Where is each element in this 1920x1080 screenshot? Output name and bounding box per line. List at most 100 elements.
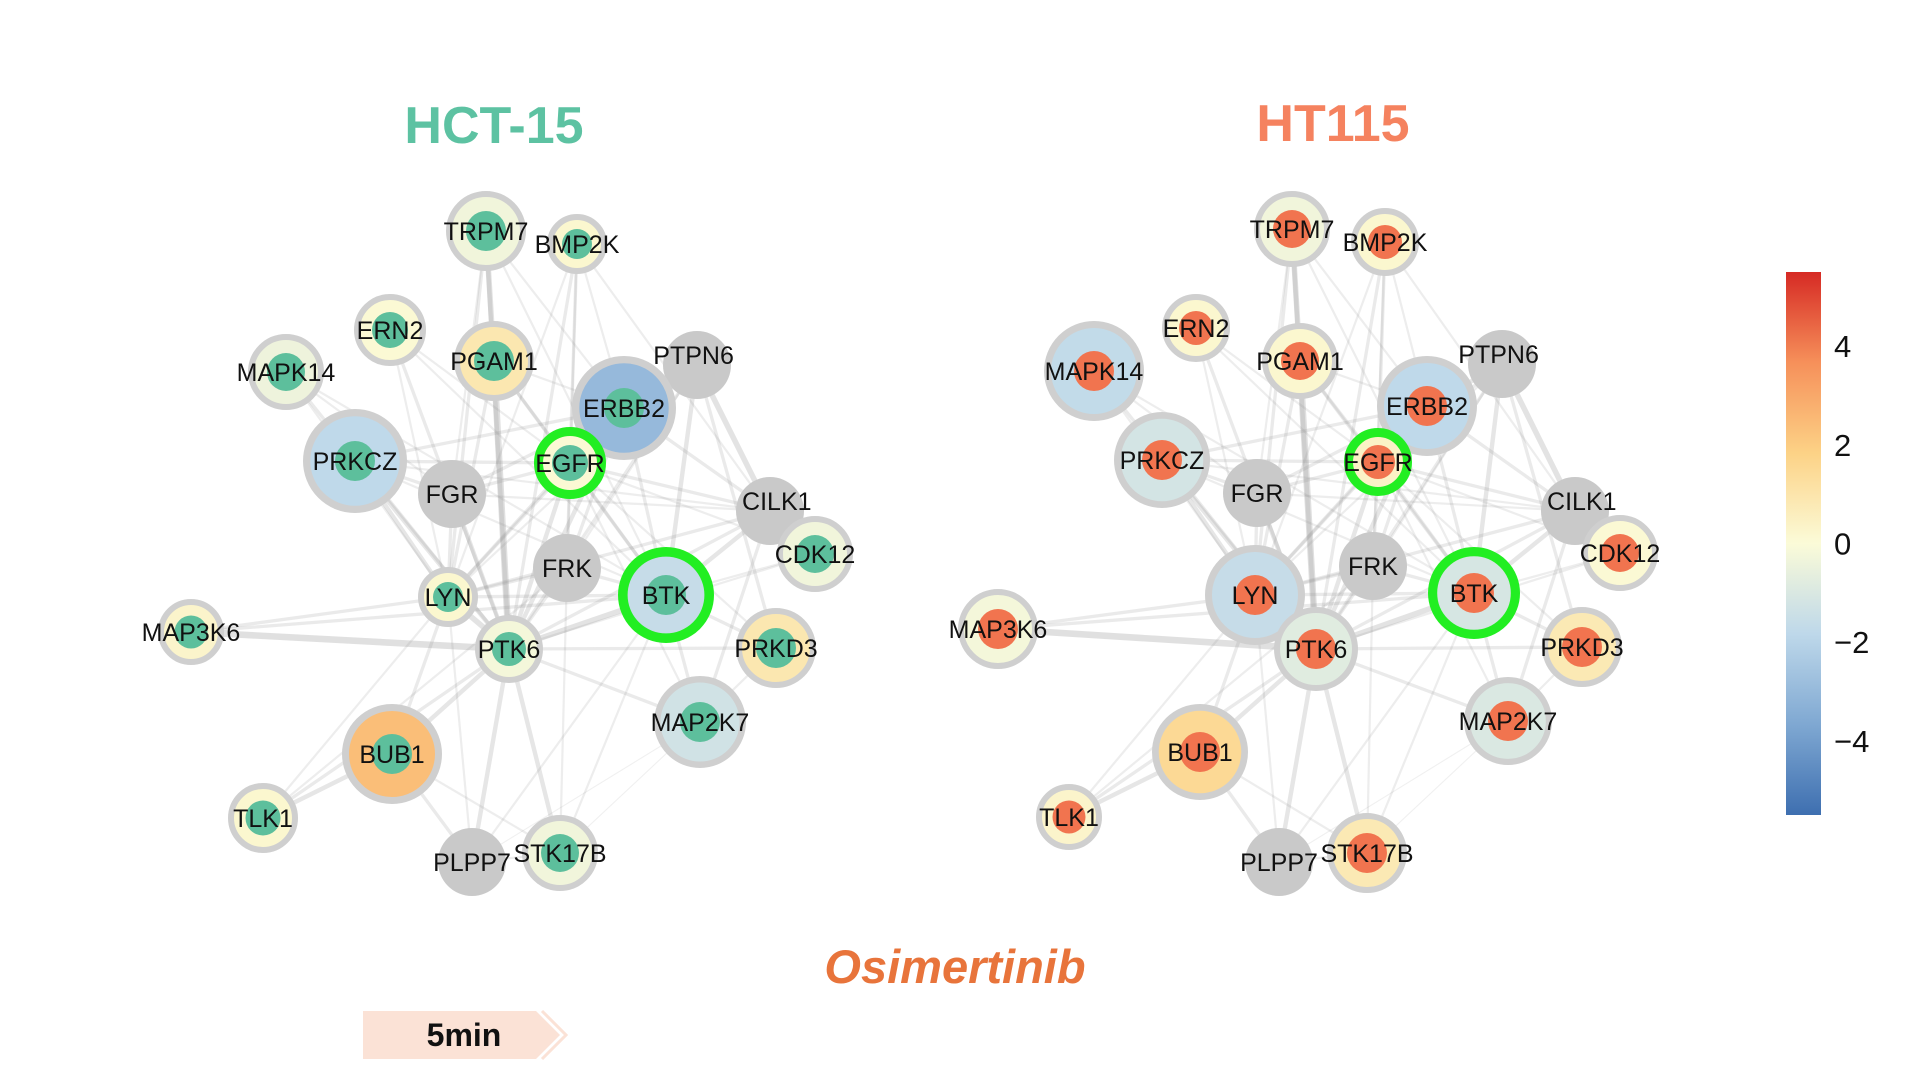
node-mapk14[interactable]: MAPK14 (1044, 321, 1144, 421)
node-stk17b[interactable]: STK17B (1320, 813, 1414, 893)
node-core (562, 229, 592, 259)
node-trpm7[interactable]: TRPM7 (444, 191, 529, 271)
node-prkd3[interactable]: PRKD3 (1540, 607, 1624, 687)
network-edge (994, 625, 1320, 653)
node-core (1407, 386, 1447, 426)
node-map2k7[interactable]: MAP2K7 (651, 675, 750, 768)
node-label: TRPM7 (444, 218, 529, 246)
network-edge (470, 593, 668, 864)
node-plpp7[interactable]: PLPP7 (1240, 828, 1318, 896)
node-prkcz[interactable]: PRKCZ (303, 409, 408, 514)
node-trpm7[interactable]: TRPM7 (1250, 191, 1335, 267)
network-edge (446, 595, 474, 864)
node-label: BUB1 (1167, 739, 1232, 767)
colorbar-tick-label: −4 (1834, 724, 1869, 759)
node-bub1[interactable]: BUB1 (1151, 703, 1248, 800)
node-label: PGAM1 (450, 348, 538, 376)
node-ptpn6[interactable]: PTPN6 (653, 331, 734, 399)
node-frk[interactable]: FRK (533, 534, 601, 602)
node-cdk12[interactable]: CDK12 (1580, 515, 1661, 591)
node-core (1361, 445, 1395, 479)
node-bmp2k[interactable]: BMP2K (535, 214, 620, 274)
network-edge (388, 328, 668, 597)
node-tlk1[interactable]: TLK1 (1036, 784, 1102, 850)
node-plpp7[interactable]: PLPP7 (433, 828, 511, 896)
colorbar-gradient (1786, 272, 1821, 815)
node-label: CILK1 (742, 488, 811, 516)
node-egfr[interactable]: EGFR (1343, 428, 1413, 496)
time-arrow-shape (363, 1011, 560, 1059)
colorbar-legend: 420−2−4 (1786, 272, 1869, 815)
node-pgam1[interactable]: PGAM1 (450, 321, 538, 401)
network-edge (446, 509, 772, 599)
node-core (335, 441, 375, 481)
node-bmp2k[interactable]: BMP2K (1343, 208, 1428, 276)
network-edge (1365, 591, 1476, 855)
colorbar-tick-label: −2 (1834, 625, 1869, 660)
node-label: LYN (425, 584, 472, 612)
node-ptpn6[interactable]: PTPN6 (1458, 330, 1539, 398)
node-map2k7[interactable]: MAP2K7 (1459, 677, 1558, 766)
node-label: FGR (426, 481, 479, 509)
network-edge (446, 242, 579, 599)
node-core (978, 609, 1018, 649)
node-core (1180, 732, 1220, 772)
network-edge (1253, 240, 1387, 597)
node-label: FRK (542, 555, 592, 583)
node-core (174, 615, 208, 649)
node-cdk12[interactable]: CDK12 (775, 516, 856, 592)
node-label: BMP2K (535, 231, 620, 259)
node-label: EGFR (1343, 449, 1412, 477)
network-edge (1277, 591, 1476, 864)
node-erbb2[interactable]: ERBB2 (1377, 356, 1477, 456)
node-label: CILK1 (1547, 488, 1616, 516)
node-disc (1339, 532, 1407, 600)
node-core (756, 628, 796, 668)
node-mapk14[interactable]: MAPK14 (237, 334, 336, 410)
node-erbb2[interactable]: ERBB2 (572, 356, 677, 461)
node-fgr[interactable]: FGR (1223, 459, 1291, 527)
node-label: STK17B (513, 840, 606, 868)
node-ptk6[interactable]: PTK6 (1274, 607, 1358, 691)
node-label: CDK12 (1580, 540, 1661, 568)
network-edge (1289, 226, 1319, 652)
node-ern2[interactable]: ERN2 (354, 294, 426, 366)
node-frk[interactable]: FRK (1339, 532, 1407, 600)
node-label: MAPK14 (237, 359, 336, 387)
node-lyn[interactable]: LYN (1205, 545, 1305, 645)
node-tlk1[interactable]: TLK1 (228, 783, 298, 853)
node-stk17b[interactable]: STK17B (513, 815, 607, 891)
node-lyn[interactable]: LYN (418, 567, 478, 627)
node-label: ERBB2 (583, 395, 665, 423)
node-core (1454, 573, 1494, 613)
colorbar-ticks: 420−2−4 (1834, 329, 1869, 759)
node-ptk6[interactable]: PTK6 (475, 615, 543, 683)
node-label: TLK1 (233, 805, 293, 833)
node-btk[interactable]: BTK (1427, 546, 1520, 639)
network-edge (568, 242, 579, 465)
colorbar-tick-label: 2 (1834, 428, 1851, 463)
node-pgam1[interactable]: PGAM1 (1256, 323, 1344, 399)
node-label: FGR (1231, 480, 1284, 508)
network-edge (446, 229, 488, 599)
node-label: TLK1 (1039, 804, 1099, 832)
node-label: BUB1 (359, 741, 424, 769)
node-core (1281, 342, 1319, 380)
node-prkd3[interactable]: PRKD3 (734, 608, 818, 688)
node-core (474, 341, 514, 381)
panel-title-ht115: HT115 (1256, 95, 1409, 153)
node-bub1[interactable]: BUB1 (342, 704, 442, 804)
node-ern2[interactable]: ERN2 (1162, 294, 1230, 362)
node-fgr[interactable]: FGR (418, 460, 486, 528)
node-egfr[interactable]: EGFR (534, 427, 606, 499)
node-label: PTPN6 (1458, 341, 1539, 369)
node-prkcz[interactable]: PRKCZ (1113, 411, 1210, 508)
node-map3k6[interactable]: MAP3K6 (949, 589, 1048, 669)
node-core (646, 575, 686, 615)
node-core (372, 312, 408, 348)
node-label: BMP2K (1343, 229, 1428, 257)
node-btk[interactable]: BTK (617, 546, 714, 643)
node-map3k6[interactable]: MAP3K6 (142, 599, 241, 665)
node-cilk1[interactable]: CILK1 (736, 477, 812, 545)
